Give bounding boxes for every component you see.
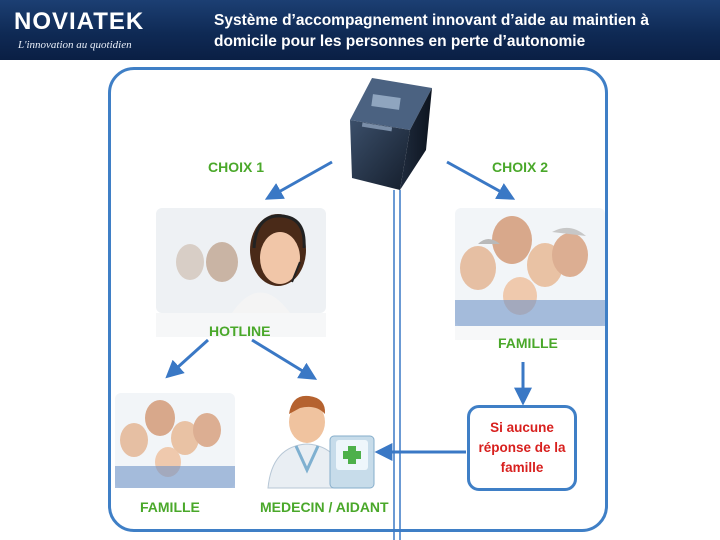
label-medecin-aidant: MEDECIN / AIDANT xyxy=(260,499,389,515)
fallback-text: Si aucune réponse de la famille xyxy=(478,420,566,475)
page-title: Système d’accompagnement innovant d’aide… xyxy=(214,12,649,50)
arrow-hotline-medecin xyxy=(251,338,318,380)
hotline-photo xyxy=(156,208,326,337)
label-choix-1: CHOIX 1 xyxy=(208,159,265,175)
brand-tagline: L'innovation au quotidien xyxy=(18,39,132,51)
device-icon xyxy=(350,78,432,190)
doctor-icon xyxy=(267,395,375,489)
header-banner: NOVIATEK L'innovation au quotidien Systè… xyxy=(0,0,720,60)
arrow-hotline-famille xyxy=(165,338,210,379)
famille-photo-right xyxy=(455,208,605,340)
label-hotline: HOTLINE xyxy=(209,323,271,339)
arrow-choice1 xyxy=(264,160,333,200)
famille-photo-left xyxy=(115,393,235,488)
arrow-choice2 xyxy=(446,160,516,200)
brand-logo: NOVIATEK xyxy=(14,8,145,35)
fallback-callout: Si aucune réponse de la famille xyxy=(467,405,577,491)
label-famille-right: FAMILLE xyxy=(498,335,558,351)
diagram-frame xyxy=(108,67,608,532)
label-famille-left: FAMILLE xyxy=(140,499,200,515)
label-choix-2: CHOIX 2 xyxy=(492,159,549,175)
